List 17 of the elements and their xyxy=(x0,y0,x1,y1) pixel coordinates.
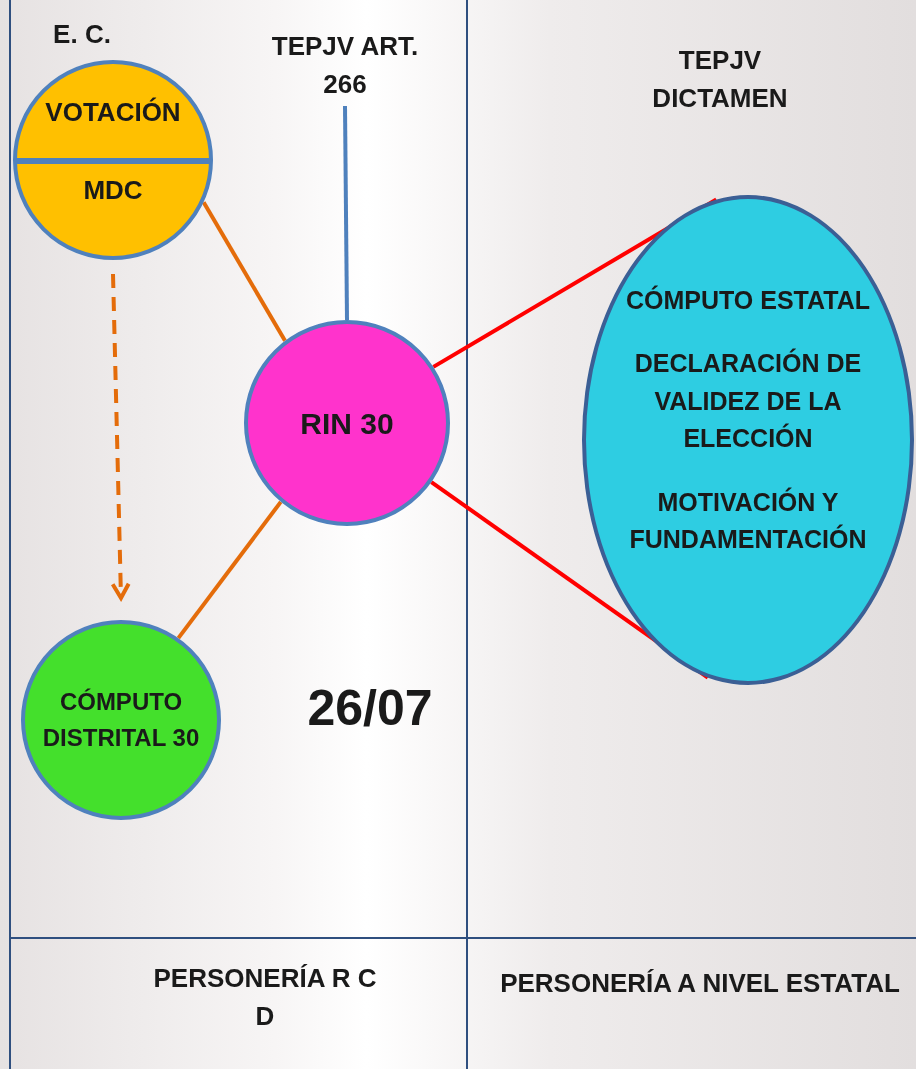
node-text: CÓMPUTO ESTATAL xyxy=(625,284,871,316)
text-label: 26/07 xyxy=(306,679,434,738)
text-label: PERSONERÍA A NIVEL ESTATAL xyxy=(500,967,900,1000)
node-text: MOTIVACIÓN Y FUNDAMENTACIÓN xyxy=(628,486,868,555)
text-label: PERSONERÍA R C D xyxy=(152,962,378,1033)
node-text: CÓMPUTO DISTRITAL 30 xyxy=(41,687,201,753)
heading-label: TEPJV ART. 266 xyxy=(270,28,420,104)
node-text: VOTACIÓN xyxy=(44,96,182,129)
node-caption: E. C. xyxy=(52,18,112,51)
text-label: TEPJV DICTAMEN xyxy=(651,44,789,115)
connector-line xyxy=(110,273,131,600)
connector-line xyxy=(201,201,287,342)
node-text: MDC xyxy=(82,174,144,207)
connector-line xyxy=(343,105,349,321)
node-text: RIN 30 xyxy=(299,405,395,442)
node-text: DECLARACIÓN DE VALIDEZ DE LA ELECCIÓN xyxy=(633,347,863,454)
connector-line xyxy=(176,500,283,640)
